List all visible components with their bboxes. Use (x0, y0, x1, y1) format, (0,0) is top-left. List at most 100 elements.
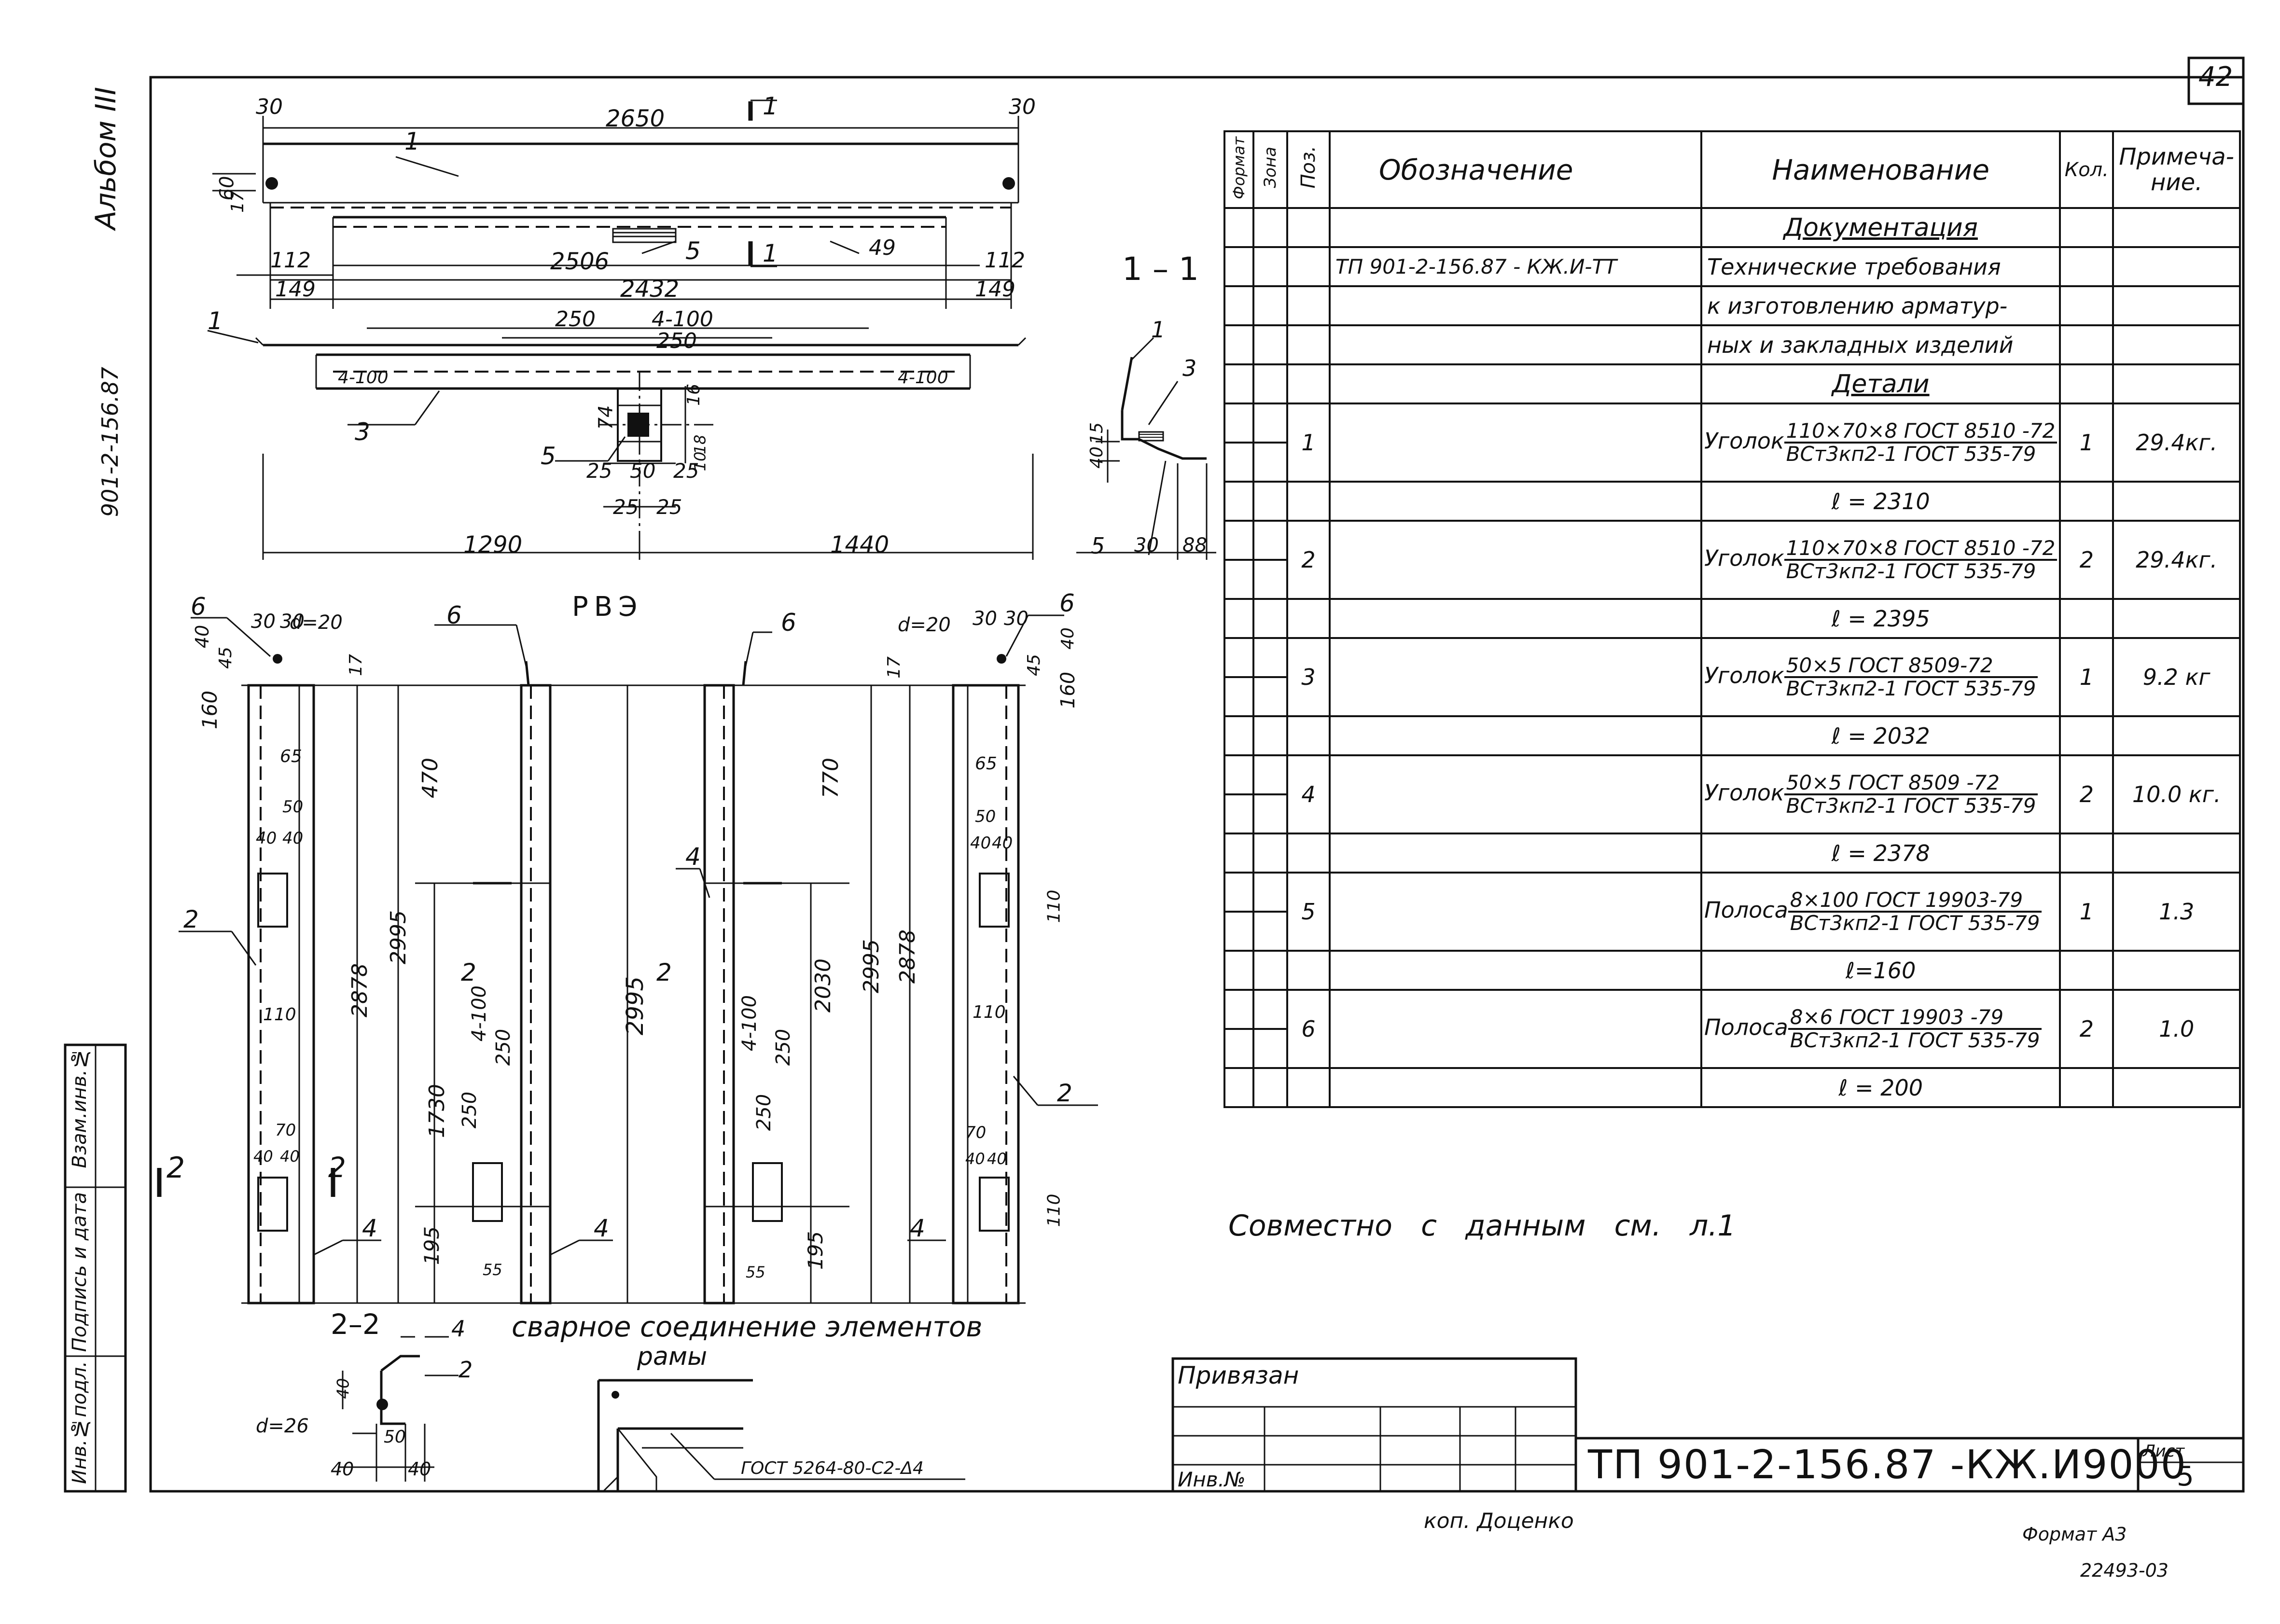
row-5-pos: 5 (1286, 872, 1331, 952)
dim-overall-1290: 1290 (463, 531, 523, 558)
dim-mid-250-a: 250 (555, 307, 596, 332)
header-pos: Поз. (1286, 130, 1331, 209)
dim-fr-195-l: 195 (420, 1226, 444, 1265)
callout-mid-5: 5 (541, 442, 556, 470)
dim-fr-70-l: 70 (275, 1121, 296, 1140)
dim-s22-40-b: 40 (408, 1458, 431, 1480)
row-3-length: ℓ = 2032 (1700, 715, 2061, 756)
row-3-note: 9.2 кг (2112, 637, 2241, 717)
dim-mid-250-b: 250 (656, 329, 697, 353)
sheet-number-box (2187, 56, 2245, 105)
dim-top-2506: 2506 (550, 248, 610, 275)
dim-fr-110-r-a: 110 (1044, 889, 1064, 923)
row-2-length: ℓ = 2395 (1700, 598, 2061, 639)
cross-reference-note: Совместно с данным см. л.1 (1228, 1209, 1736, 1243)
table-row: ℓ = 2378 (1223, 833, 2241, 874)
dim-s22-50: 50 (384, 1427, 406, 1447)
callout-top-49: 49 (869, 236, 896, 260)
header-name: Наименование (1700, 130, 2061, 209)
dim-fr-2030: 2030 (810, 958, 835, 1013)
dim-s11-88: 88 (1182, 534, 1207, 556)
section-mark-top: 1 (763, 92, 778, 120)
middle-view (207, 327, 1034, 560)
row-5-length: ℓ=160 (1700, 950, 2061, 991)
section-2-mark-left: 2 (167, 1151, 185, 1185)
dim-fr-4x100-l: 4-100 (468, 985, 491, 1042)
dim-mid-25-a: 25 (586, 459, 612, 483)
header-zone: Зона (1252, 130, 1288, 209)
title-block-sheet-no: 5 (2177, 1461, 2194, 1492)
callout-fr-6-b: 6 (1059, 589, 1075, 617)
row-2-pos: 2 (1286, 520, 1331, 600)
dim-fr-40-r: 40 (1057, 627, 1078, 650)
dim-fr-2878-r: 2878 (895, 930, 920, 984)
order-number: 22493-03 (2080, 1560, 2169, 1581)
callout-fr-6-a: 6 (191, 593, 206, 621)
callout-top-5: 5 (685, 237, 701, 265)
row-3-qty: 1 (2059, 637, 2114, 717)
callout-top-1: 1 (404, 127, 420, 155)
dim-mid-74: 74 (595, 405, 617, 430)
row-5-note: 1.3 (2112, 872, 2241, 952)
table-row (1223, 1028, 2240, 1069)
dim-fr-1730: 1730 (424, 1084, 449, 1138)
table-row: ℓ = 200 (1223, 1067, 2241, 1108)
dim-mid-4-100-a: 4-100 (652, 307, 713, 332)
row-4-note: 10.0 кг. (2112, 754, 2241, 834)
dim-fr-770: 770 (818, 758, 843, 798)
row-1-length: ℓ = 2310 (1700, 481, 2061, 522)
table-row: ных и закладных изделий (1223, 324, 2241, 365)
dim-fr-250-b-r: 250 (753, 1094, 776, 1131)
title-block-bound: Привязан (1178, 1361, 1299, 1389)
section-2-2-drawing (338, 1336, 459, 1482)
dim-fr-110-r-b: 110 (973, 1002, 1006, 1022)
section-documentation: Документация (1700, 207, 2061, 248)
dim-fr-45-r: 45 (1024, 654, 1044, 676)
row-5-qty: 1 (2059, 872, 2114, 952)
weld-title-line1: сварное соединение элементов (512, 1310, 983, 1343)
dim-fr-40-b-l: 40 (282, 829, 304, 848)
sheet-format: Формат А3 (2022, 1524, 2127, 1545)
dim-fr-160-r: 160 (1057, 671, 1080, 709)
dim-fr-470: 470 (417, 758, 443, 798)
dim-mid-25-b: 25 (673, 459, 699, 483)
dim-top-149-right: 149 (975, 277, 1015, 302)
dim-mid-4-100-c: 4-100 (898, 368, 948, 388)
table-row: Детали (1223, 363, 2241, 404)
dim-fr-110-r-c: 110 (1044, 1194, 1064, 1227)
callout-mid-3: 3 (355, 418, 370, 446)
row-6-qty: 2 (2059, 989, 2114, 1069)
table-row (1223, 559, 2240, 600)
dim-fr-30-c: 30 (973, 608, 997, 630)
dim-fr-2995-r: 2995 (859, 939, 884, 993)
section-mark-bottom: 1 (763, 239, 778, 267)
dim-fr-d20-l: d=20 (290, 611, 343, 634)
title-block-sheet-label: Лист (2143, 1442, 2185, 1461)
dim-fr-250-b-l: 250 (459, 1091, 481, 1129)
dim-top-30-left: 30 (256, 95, 283, 119)
row-4-pos: 4 (1286, 754, 1331, 834)
callout-s11-5: 5 (1091, 533, 1105, 559)
table-row (1223, 676, 2240, 717)
header-designation: Обозначение (1329, 130, 1702, 209)
dim-top-2432: 2432 (620, 276, 680, 303)
table-row: к изготовлению арматур- (1223, 285, 2241, 326)
weld-title-line2: рамы (637, 1342, 708, 1371)
header-note: Примеча-ние. (2112, 130, 2241, 209)
dim-fr-65-r: 65 (975, 754, 997, 774)
section-2-2-title: 2–2 (331, 1308, 380, 1341)
stamp-label-inventory: Инв.№подл. (69, 1361, 91, 1484)
dim-fr-250-a-r: 250 (772, 1028, 795, 1066)
dim-fr-40-c-l: 40 (253, 1147, 273, 1166)
dim-fr-4x100-r: 4-100 (738, 995, 761, 1052)
callout-fr-2-d: 2 (1057, 1079, 1072, 1107)
callout-fr-4-c: 4 (685, 843, 701, 871)
callout-mid-1: 1 (208, 307, 223, 335)
dim-fr-70-r: 70 (965, 1123, 987, 1142)
